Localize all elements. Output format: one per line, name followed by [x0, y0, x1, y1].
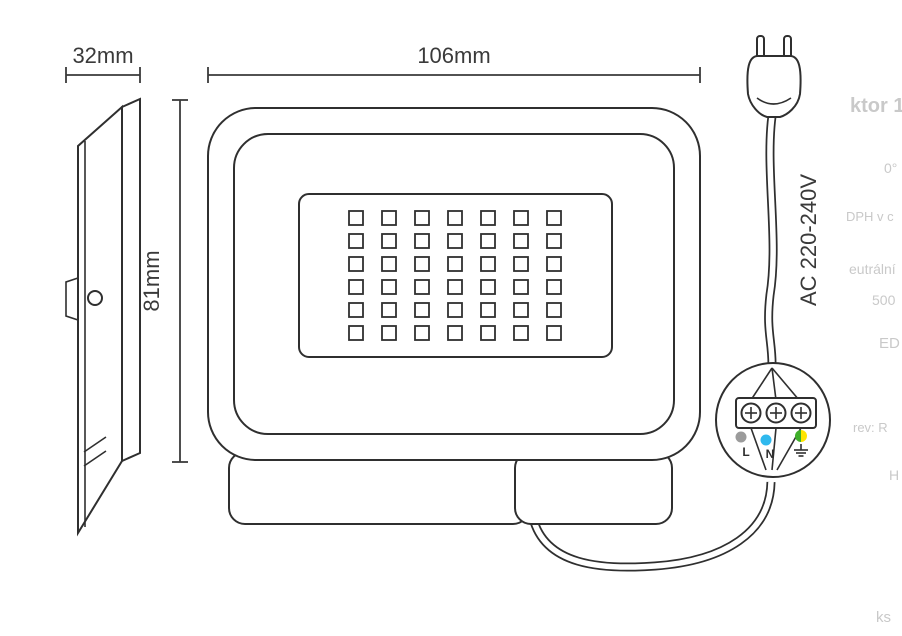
watermark-layer: ktor 1 0° DPH v c eutrální 500 ED rev: R…: [846, 95, 902, 626]
led-chip: [447, 256, 463, 272]
led-chip: [348, 302, 364, 318]
led-chip: [513, 210, 529, 226]
live-wire-dot: [735, 431, 747, 443]
led-chip: [480, 302, 496, 318]
power-cord: [764, 115, 778, 365]
led-chip: [414, 233, 430, 249]
led-chip: [381, 325, 397, 341]
voltage-label: AC 220-240V: [796, 174, 821, 306]
led-chip: [513, 279, 529, 295]
neutral-wire-dot: [760, 434, 772, 446]
led-chip: [414, 279, 430, 295]
mount-bracket-right: [514, 451, 673, 525]
led-chip: [381, 233, 397, 249]
screw-cross-icon: [745, 407, 807, 419]
front-view: [207, 107, 701, 525]
side-view: [65, 97, 141, 537]
cable-loop: [528, 481, 776, 572]
power-plug: [746, 35, 802, 118]
dimension-side-width: 32mm: [65, 43, 141, 83]
dimension-label-front-width: 106mm: [417, 43, 490, 68]
earth-wire-dot-green: [795, 430, 801, 442]
plug-body: [746, 55, 802, 118]
live-terminal-label: L: [742, 445, 749, 459]
watermark-text: H: [889, 467, 899, 483]
led-chip: [513, 325, 529, 341]
led-chip: [414, 325, 430, 341]
led-chip: [381, 279, 397, 295]
led-chip: [348, 256, 364, 272]
watermark-text: ks: [876, 609, 891, 626]
led-chip: [546, 210, 562, 226]
led-grid: [348, 210, 562, 341]
led-chip: [381, 256, 397, 272]
led-chip: [513, 302, 529, 318]
wire-neutral: [771, 427, 777, 471]
cable: [765, 115, 776, 365]
led-chip: [348, 325, 364, 341]
side-view-bracket-tab: [65, 277, 79, 321]
led-chip: [480, 210, 496, 226]
led-chip: [447, 210, 463, 226]
side-view-bracket-line: [83, 436, 107, 453]
led-chip: [348, 279, 364, 295]
wire-live: [750, 427, 767, 471]
watermark-text: eutrální: [849, 261, 896, 277]
side-view-bracket-line: [83, 450, 107, 467]
watermark-text: rev: R: [853, 420, 888, 435]
side-view-mount-hole: [87, 290, 103, 306]
led-chip: [381, 210, 397, 226]
led-chip: [513, 256, 529, 272]
watermark-text: DPH v c: [846, 209, 894, 224]
led-chip: [348, 233, 364, 249]
wire-neutral: [771, 367, 777, 401]
led-chip: [480, 325, 496, 341]
led-chip: [381, 302, 397, 318]
led-chip: [546, 302, 562, 318]
side-view-front-panel: [121, 97, 141, 463]
watermark-text: ktor 1: [850, 95, 902, 117]
dimension-front-width: 106mm: [207, 43, 701, 83]
junction-detail: L N: [715, 362, 831, 478]
wire-earth: [771, 367, 800, 401]
watermark-text: 0°: [884, 160, 897, 176]
wire-live: [750, 367, 773, 401]
watermark-text: ED: [879, 335, 900, 352]
plug-boot-line: [756, 97, 792, 105]
led-chip: [546, 256, 562, 272]
led-chip: [447, 233, 463, 249]
dimension-label-front-height: 81mm: [139, 250, 164, 311]
led-chip: [480, 256, 496, 272]
led-chip: [447, 302, 463, 318]
earth-wire-dot-yellow: [801, 430, 807, 442]
mount-bracket-left: [228, 451, 530, 525]
led-chip: [348, 210, 364, 226]
watermark-text: 500: [872, 292, 896, 308]
cable: [530, 481, 774, 570]
led-chip: [414, 302, 430, 318]
led-chip: [447, 325, 463, 341]
led-chip: [414, 256, 430, 272]
led-panel: [298, 193, 613, 358]
led-chip: [546, 279, 562, 295]
dimension-front-height: 81mm: [139, 99, 188, 463]
led-chip: [546, 233, 562, 249]
led-chip: [447, 279, 463, 295]
led-chip: [546, 325, 562, 341]
led-chip: [480, 279, 496, 295]
neutral-terminal-label: N: [766, 447, 775, 461]
led-chip: [480, 233, 496, 249]
dimension-label-side-width: 32mm: [72, 43, 133, 68]
led-chip: [513, 233, 529, 249]
earth-ground-icon: [794, 444, 808, 457]
led-chip: [414, 210, 430, 226]
